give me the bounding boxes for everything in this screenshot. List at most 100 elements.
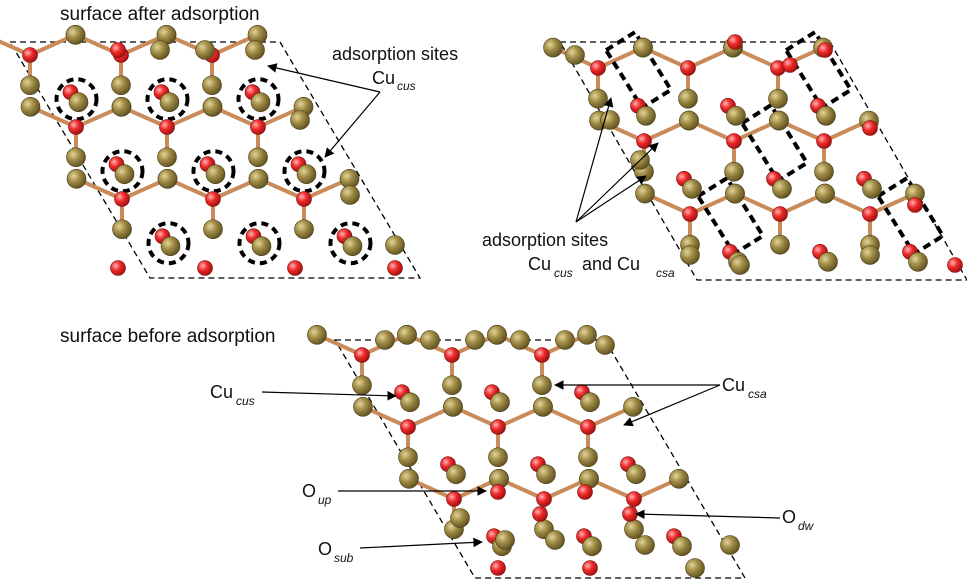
copper-atom: [543, 37, 563, 58]
oxygen-atom: [444, 347, 460, 363]
cu-csa-label: Cu: [722, 375, 745, 395]
cell-outline-after-left: [8, 41, 422, 279]
copper-atom: [150, 40, 170, 60]
copper-atom: [532, 375, 552, 396]
oxygen-atom: [782, 57, 798, 73]
site-marker-layer: [54, 29, 946, 266]
copper-atom: [533, 397, 553, 417]
copper-atom: [908, 251, 928, 272]
site-marker-circle: [282, 149, 327, 194]
copper-atom: [680, 245, 700, 265]
copper-atom: [769, 110, 789, 131]
oxygen-atom: [590, 60, 606, 76]
site-marker-box: [695, 175, 766, 257]
arrow-cu-csa-b: [623, 384, 721, 427]
copper-atom: [111, 75, 131, 96]
arrow-sites-2b: [575, 142, 659, 223]
o-up-label: O: [302, 481, 316, 501]
oxygen-atom: [907, 197, 923, 213]
site-marker-circle: [328, 221, 373, 266]
copper-atom: [555, 330, 575, 350]
sites-and-sub: csa: [656, 266, 675, 280]
oxygen-atom: [626, 491, 642, 507]
arrow-sites-1b: [324, 91, 381, 158]
copper-atom: [340, 185, 360, 205]
oxygen-atom: [862, 120, 878, 136]
copper-atom: [495, 530, 515, 550]
copper-atom: [624, 519, 644, 540]
copper-atom: [633, 37, 653, 58]
oxygen-atom: [114, 191, 130, 207]
copper-atom: [816, 106, 836, 126]
oxygen-atom: [772, 206, 788, 222]
copper-atom: [815, 183, 835, 204]
copper-atom: [114, 164, 135, 184]
arrow-sites-1a: [267, 63, 381, 93]
copper-atom: [862, 179, 882, 199]
oxygen-atom: [536, 491, 552, 507]
copper-atom: [600, 110, 620, 130]
oxygen-atom: [726, 133, 742, 149]
copper-atom: [488, 447, 508, 468]
copper-atom: [250, 92, 271, 112]
copper-atom: [202, 97, 223, 117]
copper-atom: [814, 161, 834, 182]
oxygen-atom: [582, 560, 598, 576]
copper-atom: [385, 235, 405, 255]
copper-atom: [860, 245, 880, 265]
oxygen-atom: [354, 347, 370, 363]
copper-atom: [626, 464, 646, 485]
copper-atom: [399, 469, 419, 489]
copper-atom: [768, 88, 788, 109]
o-sub-sub: sub: [334, 551, 354, 565]
copper-atom: [397, 325, 417, 345]
oxygen-atom: [197, 260, 213, 276]
copper-atom: [294, 219, 314, 240]
title-before: surface before adsorption: [60, 326, 275, 347]
site-marker-box: [875, 175, 946, 257]
copper-atom: [730, 255, 750, 275]
oxygen-atom: [816, 133, 832, 149]
copper-atom: [818, 251, 838, 272]
site-marker-box: [603, 29, 674, 111]
o-dw-label: O: [782, 507, 796, 527]
oxygen-atom: [577, 484, 593, 500]
o-sub-label: O: [318, 539, 332, 559]
arrows: [261, 63, 781, 549]
arrow-sites-2a: [575, 97, 614, 223]
oxygen-atom: [490, 419, 506, 435]
sites-cu-2: Cu: [528, 254, 551, 274]
oxygen-atom: [400, 419, 416, 435]
copper-atom: [672, 536, 692, 557]
copper-atom: [578, 447, 598, 468]
copper-atom: [565, 45, 585, 65]
copper-atom: [159, 92, 180, 112]
oxygen-atom: [580, 419, 596, 435]
copper-atom: [588, 88, 608, 109]
copper-atom: [375, 330, 395, 350]
copper-atom: [450, 508, 470, 528]
atom-layer: [20, 25, 963, 578]
copper-atom: [398, 447, 418, 468]
title-after: surface after adsorption: [60, 4, 260, 25]
copper-atom: [487, 325, 507, 345]
oxygen-atom: [862, 206, 878, 222]
cu-cus-sub: cus: [236, 394, 255, 408]
sites-label-1: adsorption sites: [332, 44, 458, 64]
copper-atom: [195, 40, 215, 60]
oxygen-atom: [387, 260, 403, 276]
site-marker-circle: [236, 77, 281, 122]
site-marker-box: [739, 102, 810, 184]
o-up-sub: up: [318, 493, 332, 507]
copper-atom: [442, 375, 462, 396]
oxygen-atom: [534, 347, 550, 363]
site-marker-box: [783, 29, 854, 111]
oxygen-atom: [947, 257, 963, 273]
site-marker-circle: [146, 221, 191, 266]
site-marker-circle: [100, 149, 145, 194]
copper-atom: [202, 75, 222, 96]
copper-atom: [726, 106, 746, 126]
arrow-o-sub: [359, 537, 483, 549]
copper-atom: [157, 147, 177, 168]
